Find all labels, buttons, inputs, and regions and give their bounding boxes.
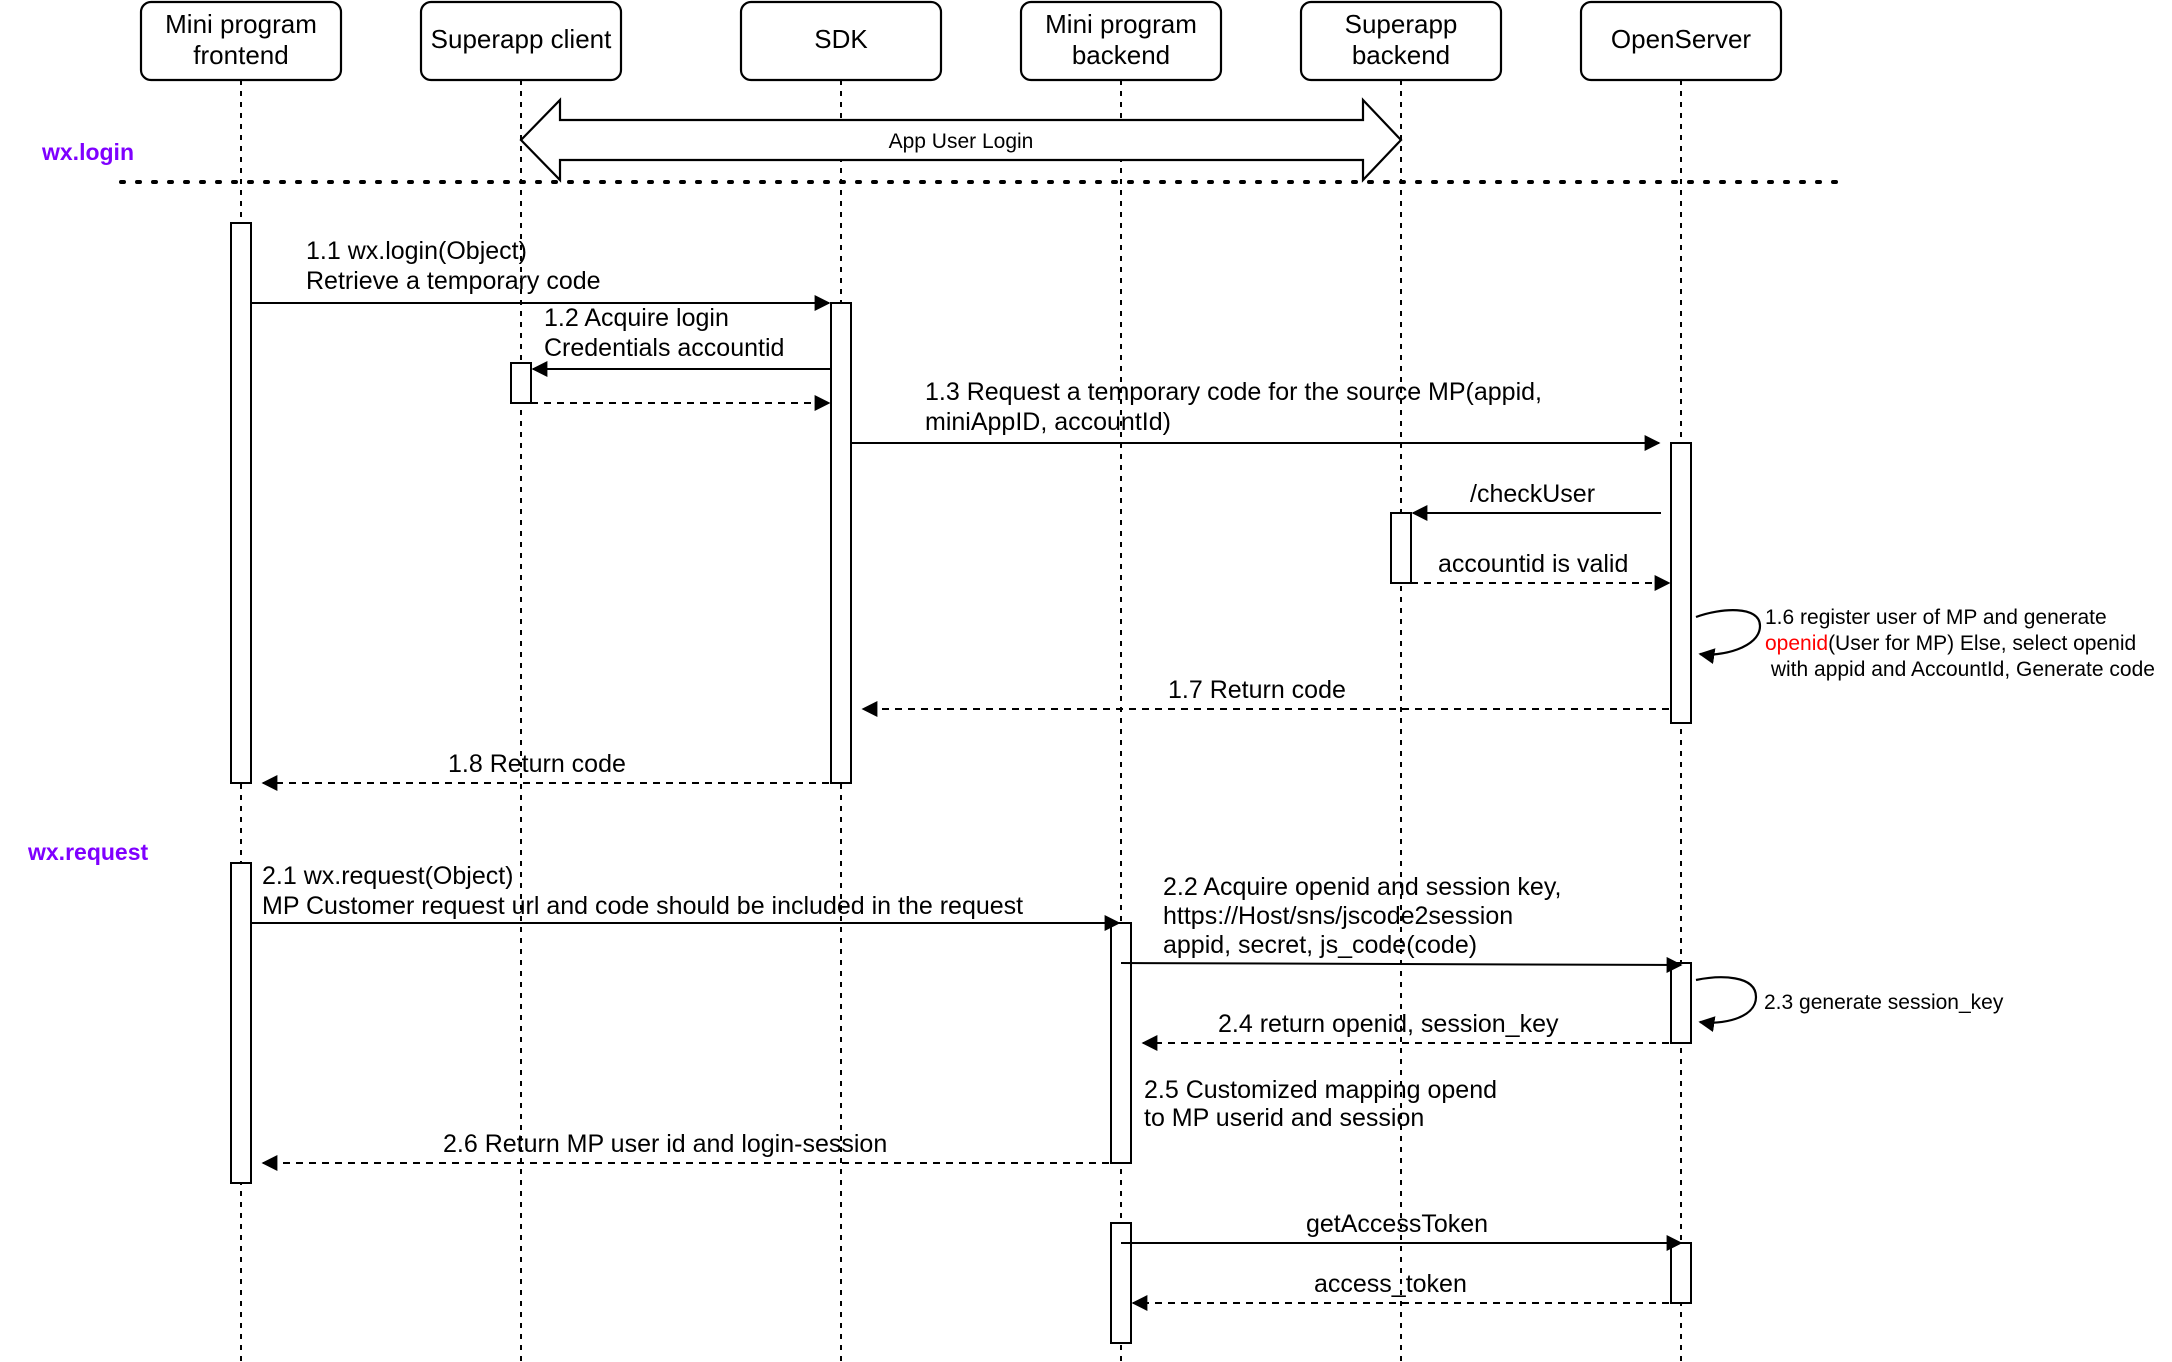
activation-openserver-login	[1670, 442, 1692, 724]
message-2-1: 2.1 wx.request(Object) MP Customer reque…	[251, 862, 1121, 931]
message-label: 2.5 Customized mapping opend	[1144, 1076, 1497, 1104]
activation-mp-frontend-login	[230, 222, 252, 784]
message-label: 2.2 Acquire openid and session key,	[1163, 873, 1561, 901]
message-label: Credentials accountid	[544, 334, 784, 362]
message-label: 2.3 generate session_key	[1764, 991, 2004, 1014]
message-label: Retrieve a temporary code	[306, 267, 601, 295]
participant-superapp-backend: Superapp backend	[1299, 0, 1503, 82]
participant-label: OpenServer	[1611, 24, 1752, 54]
message-label: /checkUser	[1470, 480, 1595, 508]
message-label: 2.6 Return MP user id and login-session	[443, 1130, 887, 1158]
participant-label: backend	[1352, 40, 1450, 70]
message-2-6: 2.6 Return MP user id and login-session	[261, 1130, 1109, 1171]
message-get-access-token: getAccessToken	[1121, 1210, 1683, 1251]
participant-label: Mini program	[1045, 9, 1197, 39]
participant-label: Superapp client	[431, 24, 612, 54]
message-2-4: 2.4 return openid, session_key	[1141, 1010, 1669, 1051]
participant-label: Superapp	[1345, 9, 1458, 39]
app-user-login-arrow: App User Login	[519, 97, 1403, 183]
message-label: access_token	[1314, 1270, 1467, 1298]
participant-openserver: OpenServer	[1579, 0, 1783, 82]
message-label: openid(User for MP) Else, select openid	[1765, 632, 2136, 655]
activation-superapp-client	[510, 362, 532, 404]
participant-label: frontend	[193, 40, 288, 70]
activation-bars	[230, 222, 1692, 1344]
message-label: 1.1 wx.login(Object)	[306, 237, 527, 265]
participant-label: Mini program	[165, 9, 317, 39]
message-label: to MP userid and session	[1144, 1104, 1424, 1132]
message-label: 1.7 Return code	[1168, 676, 1346, 704]
message-1-7: 1.7 Return code	[861, 676, 1669, 717]
message-label: 1.8 Return code	[448, 750, 626, 778]
message-label: 1.2 Acquire login	[544, 304, 729, 332]
message-access-token: access_token	[1131, 1270, 1669, 1311]
participant-mp-frontend: Mini program frontend	[139, 0, 343, 82]
activation-mp-backend-request	[1110, 922, 1132, 1164]
activation-mp-backend-token	[1110, 1222, 1132, 1344]
message-1-2: 1.2 Acquire login Credentials accountid	[531, 304, 831, 377]
activation-superapp-backend	[1390, 512, 1412, 584]
message-label: with appid and AccountId, Generate code	[1765, 658, 2155, 681]
activation-mp-frontend-request	[230, 862, 252, 1184]
message-label: 1.3 Request a temporary code for the sou…	[925, 378, 1542, 406]
message-label: 2.1 wx.request(Object)	[262, 862, 514, 890]
activation-openserver-session	[1670, 962, 1692, 1044]
message-1-6-self: 1.6 register user of MP and generate ope…	[1695, 606, 2155, 681]
activation-sdk	[830, 302, 852, 784]
openid-highlight: openid	[1765, 632, 1828, 655]
message-label: getAccessToken	[1306, 1210, 1488, 1238]
message-check-user: /checkUser	[1411, 480, 1661, 521]
message-1-8: 1.8 Return code	[261, 750, 829, 791]
message-2-2: 2.2 Acquire openid and session key, http…	[1120, 873, 1683, 973]
activation-openserver-token	[1670, 1242, 1692, 1304]
participant-mp-backend: Mini program backend	[1019, 0, 1223, 82]
message-label: 2.4 return openid, session_key	[1218, 1010, 1559, 1038]
message-label: https://Host/sns/jscode2session	[1163, 902, 1513, 930]
section-label-wx-request: wx.request	[27, 839, 148, 865]
message-label-rest: (User for MP) Else, select openid	[1828, 632, 2136, 655]
message-label: miniAppID, accountId)	[925, 408, 1171, 436]
message-2-5-note: 2.5 Customized mapping opend to MP useri…	[1144, 1076, 1497, 1132]
message-account-valid: accountid is valid	[1411, 550, 1671, 591]
participant-superapp-client: Superapp client	[419, 0, 623, 82]
section-label-wx-login: wx.login	[41, 139, 134, 165]
message-label: appid, secret, js_code(code)	[1163, 931, 1477, 959]
message-1-3: 1.3 Request a temporary code for the sou…	[851, 378, 1661, 451]
app-user-login-label: App User Login	[889, 130, 1034, 153]
message-2-3-self: 2.3 generate session_key	[1695, 976, 2004, 1033]
participant-label: SDK	[814, 24, 868, 54]
message-1-1: 1.1 wx.login(Object) Retrieve a temporar…	[251, 237, 831, 311]
message-label: accountid is valid	[1438, 550, 1628, 578]
participant-sdk: SDK	[739, 0, 943, 82]
participant-label: backend	[1072, 40, 1170, 70]
message-label: 1.6 register user of MP and generate	[1765, 606, 2107, 629]
message-label: MP Customer request url and code should …	[262, 892, 1023, 920]
